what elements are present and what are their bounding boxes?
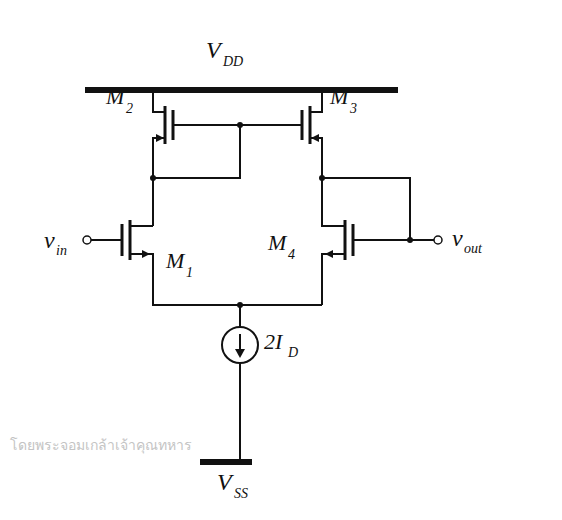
m2-source-lead xyxy=(153,90,165,112)
m3-arrowhead xyxy=(311,134,319,142)
m3-drain-lead xyxy=(310,138,322,178)
m4-drain-lead xyxy=(322,178,345,226)
vout-terminal xyxy=(434,236,442,244)
vdd-rail xyxy=(85,87,398,93)
junction-dot xyxy=(237,122,243,128)
device-subscript: 4 xyxy=(288,248,295,262)
device-subscript: 1 xyxy=(186,266,193,280)
junction-dot xyxy=(237,302,243,308)
device-subscript: 3 xyxy=(350,102,357,116)
signal-subscript: in xyxy=(56,244,67,258)
m1-drain-wire xyxy=(152,178,154,226)
junction-dot xyxy=(407,237,413,243)
m1-drain-lead xyxy=(130,225,153,227)
signal-name: v xyxy=(452,226,463,250)
current-subscript: D xyxy=(288,346,298,360)
device-name: M xyxy=(330,86,348,108)
vin-wire xyxy=(91,239,122,241)
current-label: 2I xyxy=(264,331,282,353)
rail-subscript: DD xyxy=(223,55,243,69)
diode-connection-wire xyxy=(153,125,240,178)
rail-name: V xyxy=(206,38,221,62)
tail-wire xyxy=(239,305,241,327)
current-arrowhead xyxy=(235,349,245,358)
device-name: M xyxy=(106,86,124,108)
watermark: โดยพระจอมเกล้าเจ้าคุณทหาร xyxy=(10,438,192,452)
m3-source-lead xyxy=(310,90,322,112)
device-name: M xyxy=(166,250,184,272)
signal-subscript: out xyxy=(464,242,482,256)
rail-name: V xyxy=(217,470,232,494)
signal-name: v xyxy=(44,228,55,252)
m1-arrowhead xyxy=(142,250,150,258)
terminals xyxy=(83,236,442,244)
vin-terminal xyxy=(83,236,91,244)
wires xyxy=(85,90,434,462)
current-source-symbol xyxy=(222,327,258,363)
vss-wire xyxy=(239,363,241,462)
m4-source-lead xyxy=(322,254,345,305)
feedback-wire xyxy=(322,178,410,240)
device-name: M xyxy=(268,232,286,254)
m4-arrowhead xyxy=(325,250,333,258)
arrowheads xyxy=(142,122,413,358)
vss-rail xyxy=(200,459,252,465)
rail-subscript: SS xyxy=(234,487,248,501)
m2-arrowhead xyxy=(156,134,164,142)
m2-drain-lead xyxy=(153,138,165,178)
device-subscript: 2 xyxy=(126,102,133,116)
junction-dot xyxy=(319,175,325,181)
vout-wire xyxy=(353,239,434,241)
junction-dot xyxy=(150,175,156,181)
